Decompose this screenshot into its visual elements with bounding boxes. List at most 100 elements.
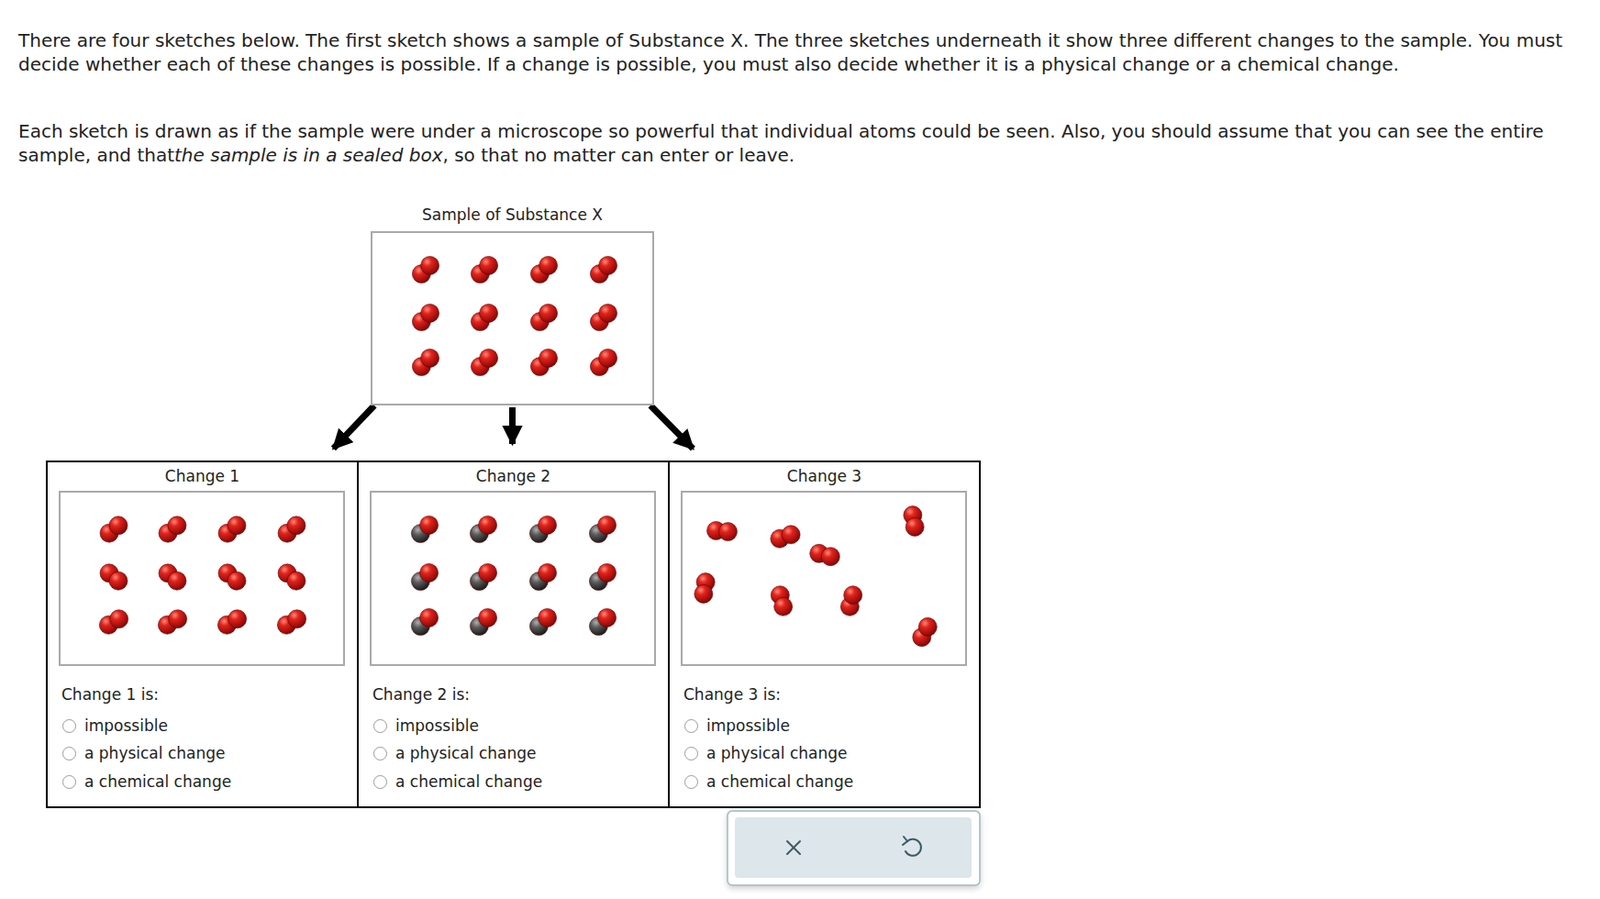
molecule	[157, 610, 187, 635]
molecule	[100, 516, 128, 543]
molecule	[770, 525, 800, 548]
sample-frame	[370, 231, 655, 406]
answer-option: a chemical change	[373, 772, 543, 791]
molecule	[469, 563, 497, 590]
radio-button	[684, 775, 699, 789]
molecule	[589, 255, 617, 283]
change-panel: Change 1 Change 1 is: impossible a physical…	[45, 460, 359, 809]
answer-option: impossible	[62, 716, 168, 735]
molecule	[588, 563, 616, 590]
molecule	[277, 610, 306, 635]
option-text: a chemical change	[84, 772, 232, 791]
molecule	[411, 303, 439, 331]
answer-option: impossible	[373, 716, 479, 735]
panel-heading: Change 1	[47, 466, 357, 486]
molecule	[903, 506, 924, 537]
molecule	[589, 348, 617, 376]
instruction-text: , so that no matter can enter or leave.	[442, 144, 795, 167]
option-text: impossible	[84, 716, 168, 735]
molecule	[529, 608, 556, 635]
particle-sketch	[372, 233, 656, 405]
question-prompt: Change 1 is:	[61, 685, 159, 704]
molecule	[469, 608, 497, 635]
answer-option: a physical change	[373, 744, 536, 763]
radio-button	[373, 719, 388, 734]
molecule	[411, 348, 439, 376]
instruction-text: There are four sketches below. The first…	[18, 29, 1563, 76]
change-frame	[369, 490, 656, 667]
option-text: a physical change	[395, 744, 536, 763]
molecule	[912, 617, 938, 646]
answer-option: a physical change	[684, 744, 847, 763]
radio-button	[373, 775, 388, 789]
option-text: a chemical change	[706, 772, 854, 791]
molecule	[470, 303, 498, 331]
molecule	[530, 303, 557, 331]
molecule	[469, 515, 497, 543]
particle-sketch	[371, 492, 655, 665]
block-arrow	[650, 405, 693, 449]
molecule	[810, 544, 841, 566]
change-frame	[680, 490, 967, 667]
radio-button	[684, 719, 699, 734]
molecule	[218, 564, 246, 590]
block-arrow	[333, 405, 375, 449]
particle-sketch	[60, 492, 344, 665]
molecule	[217, 610, 246, 635]
instruction-text: the sample is in a sealed box	[174, 144, 443, 167]
panel-heading: Change 3	[669, 466, 979, 486]
block-arrow	[509, 407, 516, 445]
particle-sketch	[682, 492, 966, 665]
question-prompt: Change 3 is:	[683, 685, 781, 704]
option-text: a physical change	[706, 744, 847, 763]
molecule	[277, 516, 306, 543]
molecule	[411, 255, 439, 283]
radio-button	[684, 746, 699, 761]
molecule	[588, 515, 616, 543]
change-frame	[58, 490, 345, 667]
answer-option: a chemical change	[684, 772, 854, 791]
clear-icon	[787, 841, 800, 855]
panel-heading: Sample of Substance X	[370, 205, 655, 224]
sample-panel: Sample of Substance X	[370, 203, 655, 406]
answer-option: impossible	[684, 716, 790, 735]
toolbar	[727, 811, 980, 886]
molecule	[411, 515, 438, 543]
molecule	[530, 255, 557, 283]
question-prompt: Change 2 is:	[372, 685, 470, 704]
molecule	[840, 586, 862, 617]
molecule	[770, 586, 792, 617]
radio-button	[62, 746, 77, 761]
radio-button	[373, 746, 388, 761]
molecule	[589, 303, 617, 331]
answer-option: a physical change	[62, 744, 225, 763]
instructions: There are four sketches below. The first…	[18, 28, 1592, 77]
molecule	[158, 516, 187, 543]
molecule	[588, 608, 616, 635]
toolbar-panel	[727, 811, 980, 886]
answer-option: a chemical change	[62, 772, 232, 791]
change-panel: Change 3 Change 3 is: impossible a physical…	[667, 460, 981, 809]
option-text: a physical change	[84, 744, 225, 763]
molecule	[470, 348, 498, 376]
change-panel: Change 2 Change 2 is: impossible a physical…	[356, 460, 670, 809]
molecule	[411, 608, 438, 635]
molecule	[99, 610, 128, 635]
molecule	[158, 564, 187, 590]
molecule	[529, 515, 556, 543]
panel-heading: Change 2	[358, 466, 668, 486]
molecule	[530, 348, 557, 376]
option-text: impossible	[395, 716, 479, 735]
molecule	[470, 255, 498, 283]
option-text: a chemical change	[395, 772, 543, 791]
toolbar-bar	[734, 817, 972, 878]
undo-icon	[902, 836, 922, 856]
radio-button	[62, 775, 77, 789]
instructions: Each sketch is drawn as if the sample we…	[18, 119, 1592, 167]
molecule	[218, 516, 246, 543]
molecule	[411, 563, 438, 590]
molecule	[707, 521, 738, 541]
molecule	[529, 563, 556, 590]
molecule	[694, 573, 715, 604]
molecule	[100, 564, 128, 590]
